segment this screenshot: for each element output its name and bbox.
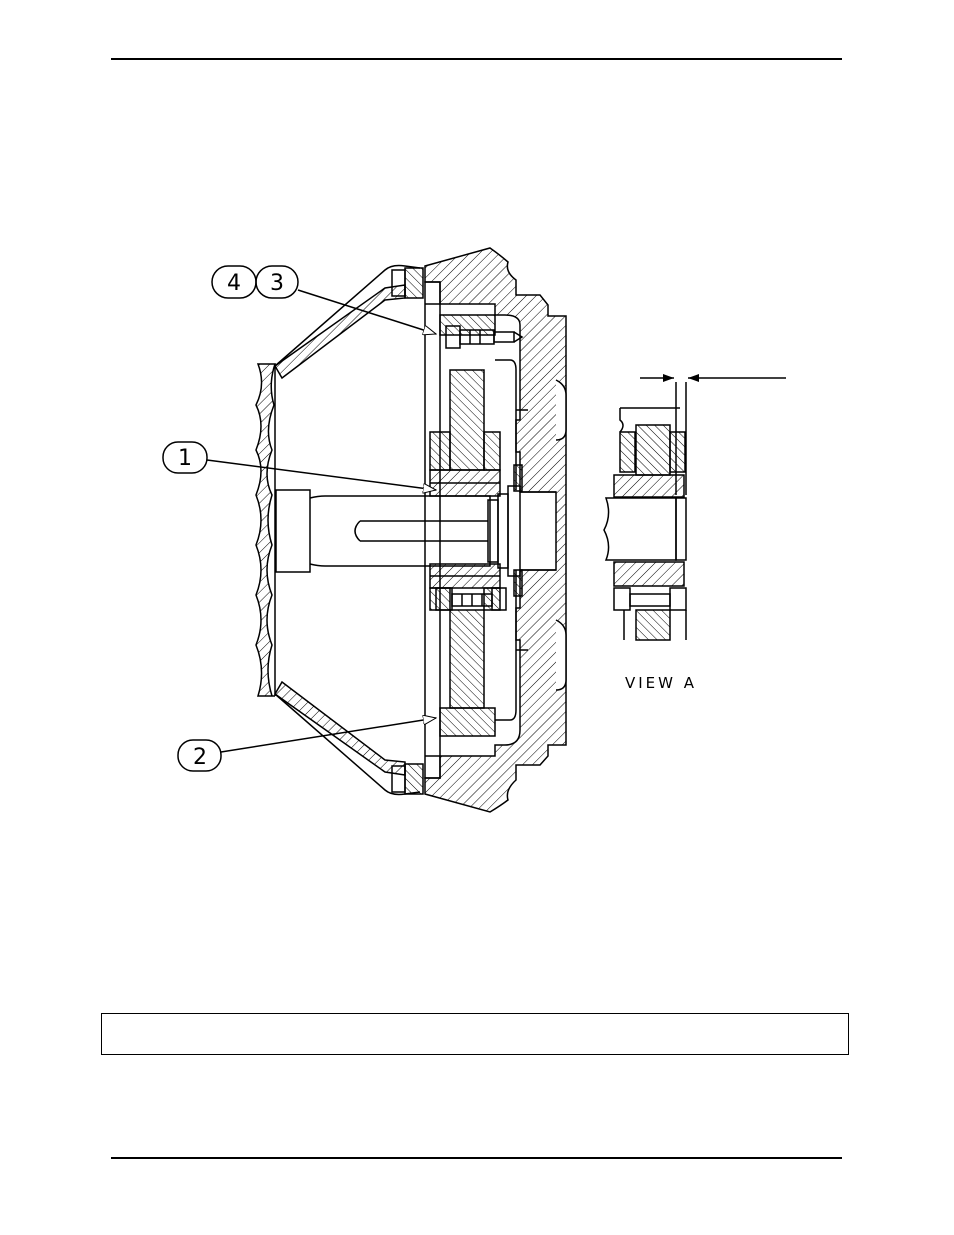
view-a-detail bbox=[604, 378, 786, 640]
rubber-element-lower bbox=[430, 570, 516, 736]
housing-cone bbox=[256, 266, 423, 795]
shaft bbox=[276, 465, 556, 596]
note-box bbox=[101, 1013, 849, 1055]
footer-rule bbox=[111, 1157, 842, 1159]
coupling-plate bbox=[425, 282, 440, 778]
view-a-label: VIEW A bbox=[625, 674, 697, 692]
balloon-2: 2 bbox=[193, 745, 207, 770]
balloon-1: 1 bbox=[178, 446, 192, 471]
balloon-4: 4 bbox=[227, 271, 241, 296]
balloon-3: 3 bbox=[270, 271, 284, 296]
